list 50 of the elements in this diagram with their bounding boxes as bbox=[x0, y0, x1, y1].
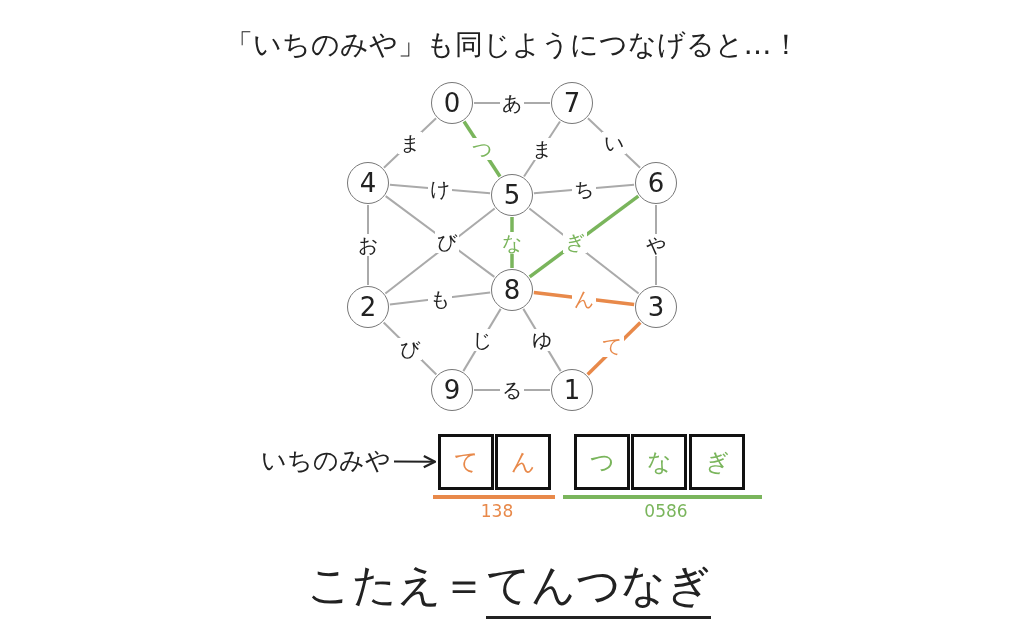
number-circle: 1 bbox=[551, 369, 593, 411]
connector-line bbox=[384, 195, 496, 278]
number-circle: 7 bbox=[551, 82, 593, 124]
arrow bbox=[393, 455, 437, 469]
connector-line bbox=[388, 183, 492, 195]
connector-line bbox=[533, 290, 635, 307]
edge-label: ぎ bbox=[563, 231, 587, 253]
number-circle: 5 bbox=[491, 174, 533, 216]
number-circle: 6 bbox=[635, 162, 677, 204]
number-circle: 8 bbox=[491, 269, 533, 311]
title: 「いちのみや」も同じようにつなげると…！ bbox=[224, 27, 800, 63]
connector-line bbox=[367, 204, 369, 286]
letter-box: ぎ bbox=[689, 434, 745, 490]
edge-label: や bbox=[644, 234, 668, 256]
edge-label: て bbox=[600, 335, 624, 357]
connector-line bbox=[528, 207, 640, 295]
connector-line bbox=[384, 207, 496, 295]
edge-label: び bbox=[398, 337, 422, 360]
letter-box: な bbox=[631, 434, 687, 490]
edge-label: け bbox=[428, 178, 452, 200]
connector-line bbox=[586, 321, 642, 376]
word-label: いちのみや bbox=[241, 444, 391, 478]
connector-line bbox=[382, 117, 438, 169]
connector-line bbox=[532, 183, 636, 195]
number-circle: 0 bbox=[431, 82, 473, 124]
number-circle: 3 bbox=[635, 286, 677, 328]
edge-label: る bbox=[500, 379, 524, 401]
edge-label: い bbox=[602, 132, 626, 154]
edge-label: ま bbox=[530, 138, 554, 160]
number-label: 138 bbox=[480, 501, 514, 521]
number-circle: 9 bbox=[431, 369, 473, 411]
connector-line bbox=[586, 117, 642, 169]
edge-label: あ bbox=[500, 92, 524, 114]
connector-line bbox=[510, 217, 514, 268]
number-circle: 4 bbox=[347, 162, 389, 204]
edge-label: な bbox=[500, 231, 524, 254]
answer-text: こたえ＝ bbox=[307, 558, 486, 612]
edge-label: つ bbox=[470, 138, 494, 160]
letter-box: て bbox=[438, 434, 494, 490]
edge-label: び bbox=[435, 231, 459, 253]
number-label: 0586 bbox=[644, 501, 688, 521]
edge-label: ま bbox=[398, 132, 422, 154]
underlined-answer: てんつなぎ bbox=[486, 556, 711, 619]
connector-line bbox=[462, 120, 502, 178]
letter-box: ん bbox=[495, 434, 551, 490]
letter-box: つ bbox=[574, 434, 630, 490]
edge-label: お bbox=[356, 234, 380, 256]
number-circle: 2 bbox=[347, 286, 389, 328]
connector-line bbox=[388, 291, 492, 306]
edge-label: ゆ bbox=[530, 329, 554, 351]
